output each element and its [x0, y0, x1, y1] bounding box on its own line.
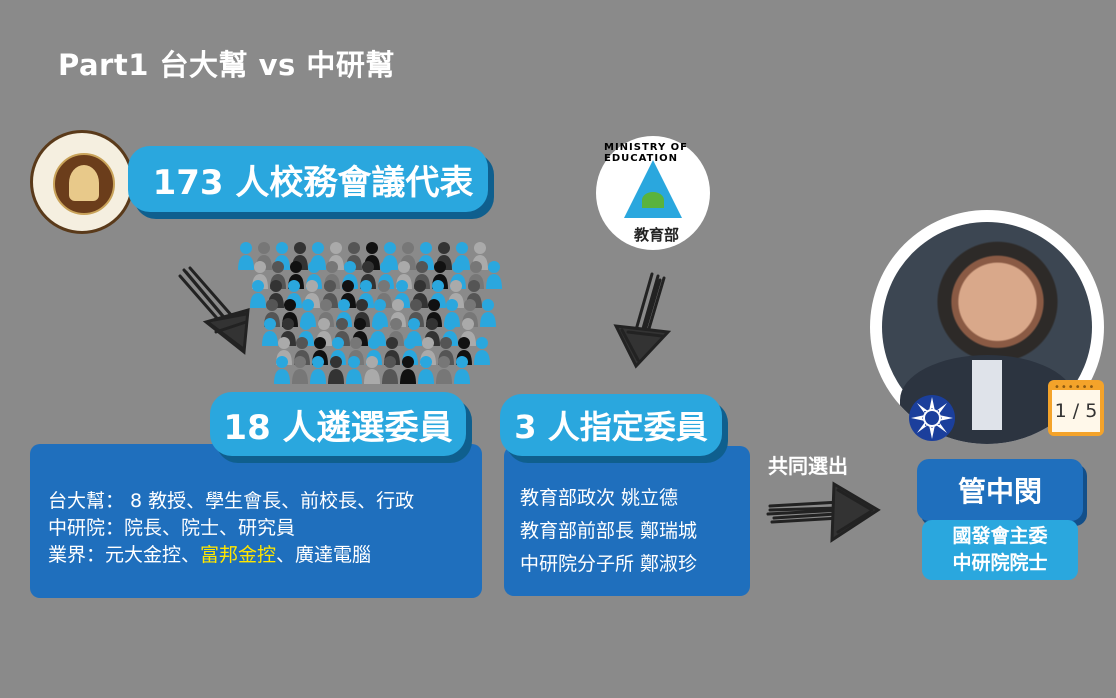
ntu-seal-icon [30, 130, 134, 234]
appointed-committee-panel: 教育部政次 姚立德 教育部前部長 鄭瑞城 中研院分子所 鄭淑珍 [504, 446, 750, 596]
calendar-icon: •••••• 1 / 5 [1048, 380, 1104, 436]
appointed-line-3: 中研院分子所 鄭淑珍 [520, 553, 698, 575]
council-representatives-pill: 173 人校務會議代表 [128, 146, 488, 212]
crowd-person-icon [486, 261, 502, 289]
crowd-person-icon [436, 356, 452, 384]
crowd-person-icon [382, 356, 398, 384]
appointed-committee-pill: 3 人指定委員 [500, 394, 722, 456]
crowd-person-icon [328, 356, 344, 384]
crowd-person-icon [262, 318, 278, 346]
moe-logo-text: MINISTRY OF EDUCATION [604, 142, 688, 164]
selection-committee-panel: 台大幫： 8 教授、學生會長、前校長、行政 中研院：院長、院士、研究員 業界：元… [30, 444, 482, 598]
elected-title-1: 國發會主委 [952, 525, 1048, 547]
selection-line-ntu: 台大幫： 8 教授、學生會長、前校長、行政 [48, 490, 415, 512]
crowd-person-icon [454, 356, 470, 384]
page-counter: 1 / 5 [1052, 390, 1100, 432]
elected-titles: 國發會主委 中研院院士 [922, 520, 1078, 580]
crowd-person-icon [480, 299, 496, 327]
down-arrow-left-icon [178, 266, 250, 355]
crowd-person-icon [474, 337, 490, 365]
ministry-of-education-logo: MINISTRY OF EDUCATION 教育部 [596, 136, 710, 250]
crowd-person-icon [250, 280, 266, 308]
selection-line-industry: 業界：元大金控、富邦金控、廣達電腦 [48, 544, 372, 566]
crowd-person-icon [238, 242, 254, 270]
elected-title-2: 中研院院士 [952, 552, 1048, 574]
crowd-person-icon [364, 356, 380, 384]
down-arrow-right-icon [613, 272, 672, 369]
appointed-line-2: 教育部前部長 鄭瑞城 [520, 520, 698, 542]
crowd-illustration [238, 242, 502, 384]
moe-logo-caption: 教育部 [634, 226, 680, 244]
crowd-person-icon [418, 356, 434, 384]
crowd-person-icon [292, 356, 308, 384]
selection-committee-pill: 18 人遴選委員 [210, 392, 466, 456]
highlight-fubon: 富邦金控 [200, 544, 277, 566]
crowd-person-icon [310, 356, 326, 384]
right-arrow-icon [766, 481, 881, 543]
appointed-line-1: 教育部政次 姚立德 [520, 487, 679, 509]
crowd-person-icon [346, 356, 362, 384]
kmt-emblem-icon [909, 395, 955, 441]
co-elected-label: 共同選出 [768, 454, 848, 478]
selection-line-academia: 中研院：院長、院士、研究員 [48, 517, 296, 539]
page-title: Part1 台大幫 vs 中研幫 [58, 48, 395, 82]
crowd-person-icon [274, 356, 290, 384]
elected-name: 管中閔 [917, 459, 1083, 521]
crowd-person-icon [400, 356, 416, 384]
